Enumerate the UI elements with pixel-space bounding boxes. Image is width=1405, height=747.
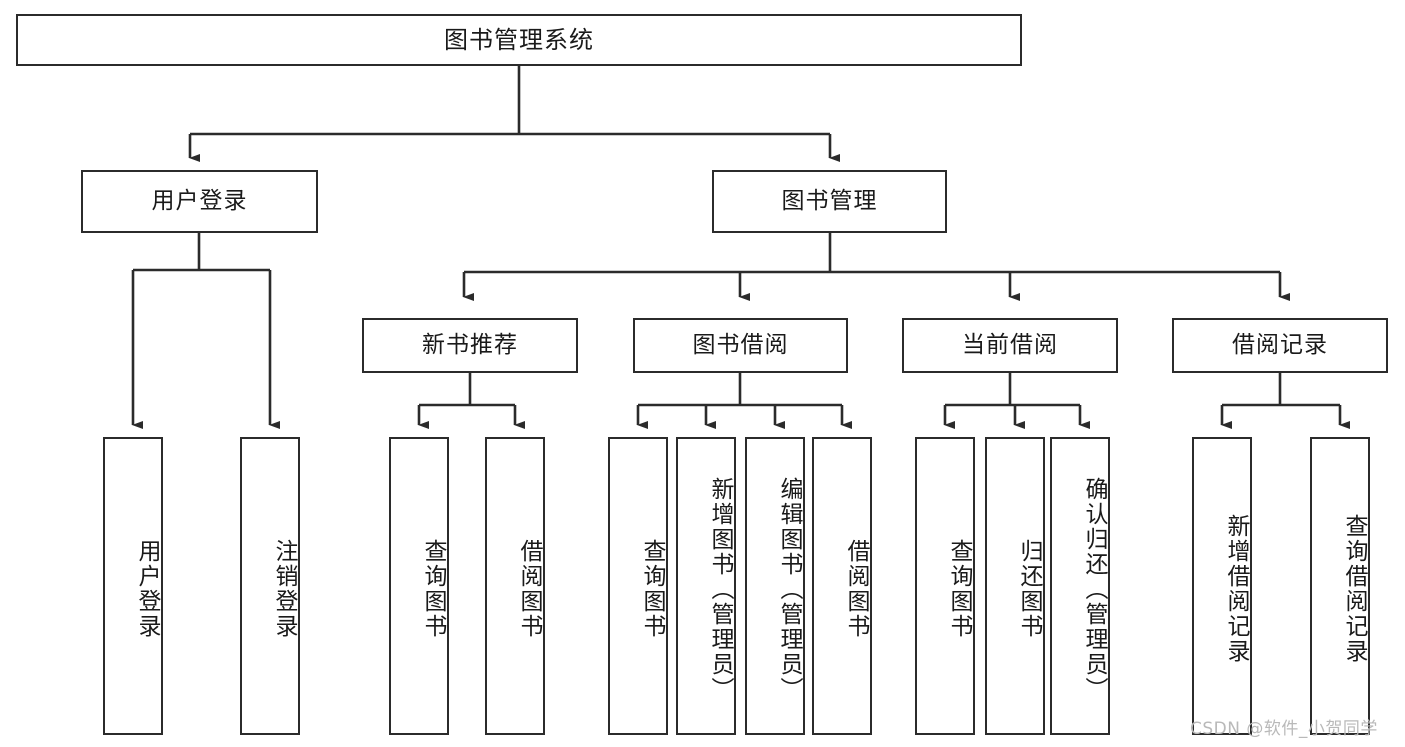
node-current-borrow[interactable]: 当前借阅 — [902, 318, 1118, 373]
leaf-label: 新增图书（管理员） — [707, 476, 733, 702]
node-new-book-recommend[interactable]: 新书推荐 — [362, 318, 578, 373]
leaf-label: 归还图书 — [1016, 539, 1042, 639]
leaf-record-query-record[interactable]: 查询借阅记录 — [1310, 437, 1370, 735]
leaf-current-confirm-return-admin[interactable]: 确认归还（管理员） — [1050, 437, 1110, 735]
leaf-borrow-query-book[interactable]: 查询图书 — [608, 437, 668, 735]
leaf-borrow-borrow-book[interactable]: 借阅图书 — [812, 437, 872, 735]
leaf-label: 确认归还（管理员） — [1081, 476, 1107, 702]
node-book-management[interactable]: 图书管理 — [712, 170, 947, 233]
node-borrow-record[interactable]: 借阅记录 — [1172, 318, 1388, 373]
leaf-recommend-borrow-book[interactable]: 借阅图书 — [485, 437, 545, 735]
leaf-label: 查询图书 — [639, 539, 665, 639]
node-book-borrow[interactable]: 图书借阅 — [633, 318, 848, 373]
leaf-borrow-edit-book-admin[interactable]: 编辑图书（管理员） — [745, 437, 805, 735]
leaf-label: 查询图书 — [420, 539, 446, 639]
leaf-label: 借阅图书 — [843, 539, 869, 639]
leaf-user-login-signin[interactable]: 用户登录 — [103, 437, 163, 735]
leaf-label: 借阅图书 — [516, 539, 542, 639]
leaf-label: 编辑图书（管理员） — [776, 476, 802, 702]
leaf-current-query-book[interactable]: 查询图书 — [915, 437, 975, 735]
leaf-user-login-logout[interactable]: 注销登录 — [240, 437, 300, 735]
node-root-system[interactable]: 图书管理系统 — [16, 14, 1022, 66]
leaf-label: 查询借阅记录 — [1341, 514, 1367, 664]
leaf-recommend-query-book[interactable]: 查询图书 — [389, 437, 449, 735]
leaf-label: 用户登录 — [134, 539, 160, 639]
leaf-label: 查询图书 — [946, 539, 972, 639]
node-user-login[interactable]: 用户登录 — [81, 170, 318, 233]
leaf-label: 注销登录 — [271, 539, 297, 639]
leaf-current-return-book[interactable]: 归还图书 — [985, 437, 1045, 735]
leaf-borrow-add-book-admin[interactable]: 新增图书（管理员） — [676, 437, 736, 735]
leaf-record-add-record[interactable]: 新增借阅记录 — [1192, 437, 1252, 735]
csdn-watermark: CSDN @软件_小贺同学 — [1190, 719, 1378, 739]
leaf-label: 新增借阅记录 — [1223, 514, 1249, 664]
